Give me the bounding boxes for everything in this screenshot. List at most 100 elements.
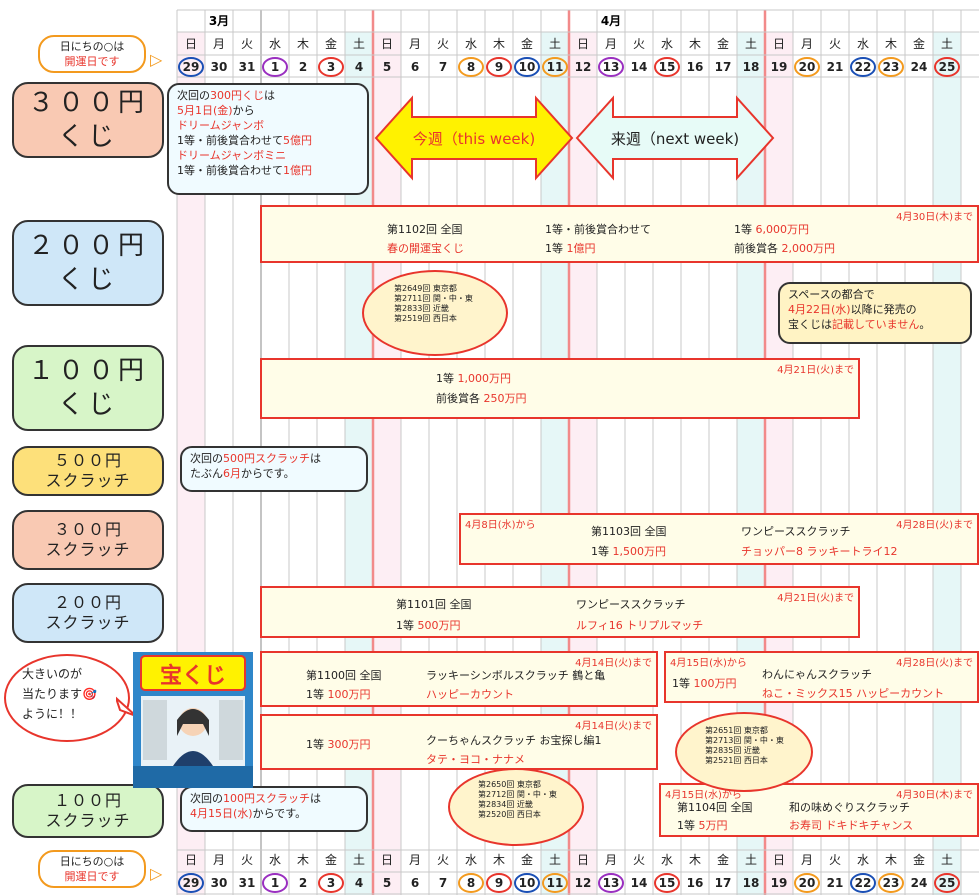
day-number: 13 — [603, 60, 620, 74]
band-prize-value: 250万円 — [483, 392, 527, 405]
note-text: ドリームジャンボミニ — [177, 149, 287, 162]
day-column-shade — [933, 32, 961, 895]
category-price: ２００円 — [27, 231, 148, 261]
weekday-label: 木 — [493, 37, 505, 51]
band-prize: 1等 — [436, 372, 458, 385]
note-text: 5月1日(金) — [177, 104, 233, 117]
weekday-label-bottom: 日 — [381, 853, 393, 867]
day-number-bottom: 30 — [211, 876, 228, 890]
lucky-day-circle-bottom — [542, 873, 568, 893]
band-sub: ねこ・ミックス15 ハッピーカウント — [762, 687, 945, 700]
category-500-scratch: ５００円スクラッチ — [12, 446, 164, 496]
day-number: 7 — [439, 60, 447, 74]
note-text: 500円スクラッチ — [223, 452, 310, 465]
note-next-500-scratch: 次回の500円スクラッチは たぶん6月からです。 — [180, 446, 368, 492]
category-type: くじ — [57, 390, 118, 420]
lucky-day-circle-bottom — [794, 873, 820, 893]
day-number: 2 — [299, 60, 307, 74]
lucky-day-circle — [178, 57, 204, 77]
band-prize: 1等 — [734, 223, 756, 236]
day-number: 19 — [771, 60, 788, 74]
band-prize-value: 1,500万円 — [612, 545, 667, 558]
day-number: 16 — [687, 60, 704, 74]
space-note: スペースの都合で 4月22日(水)以降に発売の 宝くじは記載していません。 — [778, 282, 972, 344]
lucky-day-circle — [878, 57, 904, 77]
weekday-label: 金 — [521, 36, 533, 51]
oval-line: 第2833回 近畿 — [394, 304, 449, 313]
speech-text: 大きいのが — [22, 667, 83, 681]
category-price: ５００円 — [53, 451, 122, 470]
weekday-label: 日 — [185, 37, 197, 51]
day-number: 11 — [547, 60, 564, 74]
lucky-day-circle-bottom — [178, 873, 204, 893]
weekday-label: 金 — [325, 36, 337, 51]
band-prize: 前後賞各 — [734, 242, 782, 255]
oval-line: 第2835回 近畿 — [705, 746, 760, 755]
speech-text: 当たります — [22, 687, 83, 701]
band-round: 第1100回 全国 — [306, 669, 382, 682]
lucky-day-circle — [262, 57, 288, 77]
lucky-day-circle-bottom — [486, 873, 512, 893]
day-number-bottom: 17 — [715, 876, 732, 890]
weekday-label: 土 — [353, 37, 365, 51]
lucky-day-circle — [542, 57, 568, 77]
weekday-label: 水 — [269, 37, 281, 51]
next-week-label: 来週（next week) — [610, 130, 740, 148]
day-number: 25 — [939, 60, 956, 74]
band-100-scratch-wannyan: 4月15日(水)から 4月28日(火)まで わんにゃんスクラッチ 1等 100万… — [664, 651, 979, 703]
lucky-day-circle — [850, 57, 876, 77]
band-prize-value: 1億円 — [566, 242, 596, 255]
day-number-bottom: 16 — [687, 876, 704, 890]
oval-line: 第2650回 東京都 — [478, 780, 541, 789]
note-text: 4月22日(水) — [788, 303, 851, 316]
lucky-day-circle — [486, 57, 512, 77]
band-sub: お寿司 ドキドキチャンス — [789, 819, 914, 832]
day-number: 12 — [575, 60, 592, 74]
band-name: 春の開運宝くじ — [387, 242, 464, 255]
next-week-arrow — [575, 95, 775, 181]
band-name: ワンピーススクラッチ — [576, 598, 686, 611]
band-until: 4月28日(火)まで — [896, 658, 973, 669]
day-number: 23 — [883, 60, 900, 74]
note-next-300-kuji: 次回の300円くじは 5月1日(金)から ドリームジャンボ 1等・前後賞合わせて… — [167, 83, 369, 195]
category-100-scratch: １００円スクラッチ — [12, 784, 164, 838]
weekday-label-bottom: 日 — [185, 853, 197, 867]
note-text: 次回の — [190, 792, 223, 805]
band-name: わんにゃんスクラッチ — [762, 668, 872, 681]
oval-line: 第2651回 東京都 — [705, 726, 768, 735]
band-until: 4月30日(木)まで — [896, 212, 973, 223]
band-until: 4月30日(木)まで — [896, 790, 973, 801]
day-number: 24 — [911, 60, 928, 74]
note-text: 300円くじ — [210, 89, 264, 102]
weekday-label-bottom: 火 — [241, 853, 253, 867]
lucky-day-circle-bottom — [458, 873, 484, 893]
day-number: 31 — [239, 60, 256, 74]
note-text: 5億円 — [283, 134, 312, 147]
day-number-bottom: 22 — [855, 876, 872, 890]
category-300-scratch: ３００円スクラッチ — [12, 510, 164, 570]
band-prize-value: 100万円 — [327, 688, 371, 701]
weekday-label-bottom: 火 — [633, 853, 645, 867]
category-type: スクラッチ — [45, 471, 131, 490]
note-text: 4月15日(水) — [190, 807, 253, 820]
speech-tail — [116, 696, 137, 717]
band-prize: 1等 — [306, 738, 328, 751]
band-100-kuji: 4月21日(火)まで 1等 1,000万円 前後賞各 250万円 — [260, 358, 860, 419]
weekday-label-bottom: 木 — [493, 853, 505, 867]
band-name: クーちゃんスクラッチ お宝探し編1 — [426, 734, 602, 747]
weekday-label: 土 — [941, 37, 953, 51]
weekday-label-bottom: 月 — [801, 853, 813, 867]
note-text: スペースの都合で — [788, 288, 875, 301]
day-number-bottom: 21 — [827, 876, 844, 890]
note-text: 1億円 — [283, 164, 312, 177]
band-until: 4月14日(火)まで — [575, 658, 652, 669]
lucky-day-circle-bottom — [514, 873, 540, 893]
category-type: くじ — [57, 122, 118, 152]
band-until: 4月21日(火)まで — [777, 593, 854, 604]
day-number: 8 — [467, 60, 475, 74]
day-number: 5 — [383, 60, 391, 74]
day-number-bottom: 14 — [631, 876, 648, 890]
weekday-label: 日 — [773, 37, 785, 51]
day-number-bottom: 5 — [383, 876, 391, 890]
lottery-shop-illustration — [133, 652, 253, 788]
